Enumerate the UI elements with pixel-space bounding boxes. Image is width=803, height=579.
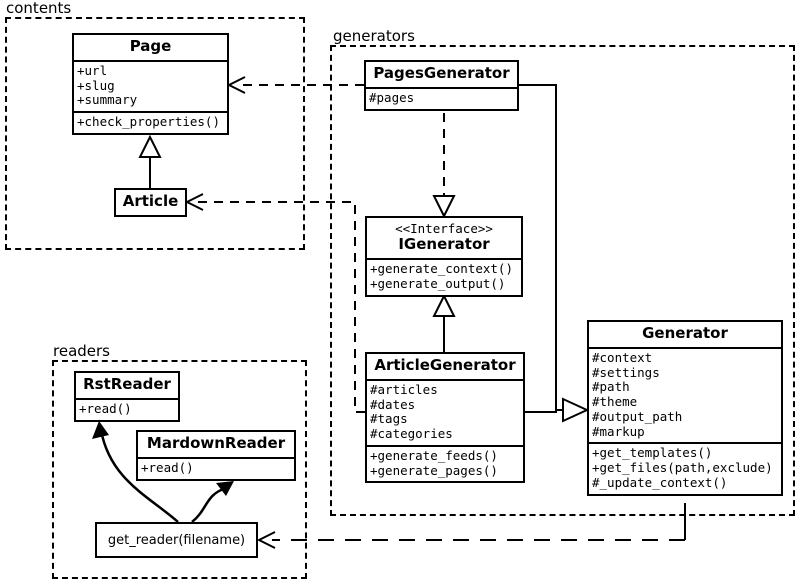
class-page-attribute: +url (77, 62, 108, 78)
class-mardown-reader-operation: +read() (141, 459, 194, 475)
class-rst-reader-operation: +read() (79, 400, 132, 416)
package-readers-label: readers (51, 342, 112, 360)
class-pages-generator[interactable]: PagesGenerator #pages (364, 60, 519, 111)
class-generator-attribute: #context (592, 349, 653, 365)
package-contents (5, 17, 305, 250)
class-generator-attribute: #markup (592, 423, 645, 439)
class-article-generator-operation: +generate_pages() (370, 462, 498, 478)
package-readers (52, 360, 307, 579)
class-page-attribute: +slug (77, 77, 115, 93)
class-article-generator-name: ArticleGenerator (374, 356, 516, 374)
class-igenerator-operation: +generate_context() (370, 261, 513, 277)
class-article-generator-attribute: #categories (370, 426, 453, 441)
class-pages-generator-name: PagesGenerator (373, 64, 510, 82)
class-generator-operation: +get_templates() (592, 445, 713, 461)
class-generator-attributes: #context #settings #path #theme #output_… (589, 346, 781, 443)
class-rst-reader[interactable]: RstReader +read() (74, 371, 180, 422)
class-page[interactable]: Page +url +slug +summary +check_properti… (72, 33, 229, 135)
class-generator-operations: +get_templates() +get_files(path,exclude… (589, 442, 781, 493)
class-pages-generator-attributes: #pages (366, 86, 517, 109)
class-article-name: Article (122, 192, 179, 210)
class-igenerator-name: IGenerator (398, 235, 490, 254)
class-igenerator-stereotype: <<Interface>> (395, 221, 493, 236)
class-page-attributes: +url +slug +summary (74, 59, 227, 111)
package-generators (330, 45, 795, 516)
class-generator-operation: #_update_context() (592, 474, 728, 490)
class-generator-attribute: #settings (592, 364, 660, 380)
class-generator-attribute: #theme (592, 394, 638, 409)
class-mardown-reader[interactable]: MardownReader +read() (136, 430, 296, 481)
class-article-generator[interactable]: ArticleGenerator #articles #dates #tags … (365, 352, 525, 484)
class-igenerator-operations: +generate_context() +generate_output() (367, 258, 521, 295)
class-generator-attribute: #output_path (592, 408, 683, 424)
package-contents-label: contents (4, 0, 74, 17)
class-page-name: Page (129, 37, 172, 55)
class-article[interactable]: Article (114, 188, 187, 217)
class-generator[interactable]: Generator #context #settings #path #them… (587, 320, 783, 496)
class-generator-attribute: #path (592, 379, 630, 395)
class-pages-generator-attribute: #pages (369, 89, 415, 105)
class-igenerator-operation: +generate_output() (370, 275, 506, 291)
function-get-reader-label: get_reader(filename) (107, 532, 246, 548)
class-generator-operation: +get_files(path,exclude) (592, 460, 773, 475)
package-generators-label: generators (331, 27, 417, 45)
class-page-operation: +check_properties() (77, 114, 220, 129)
class-page-operations: +check_properties() (74, 111, 227, 133)
class-article-generator-attribute: #articles (370, 381, 438, 397)
class-page-attribute: +summary (77, 92, 138, 108)
class-mardown-reader-name: MardownReader (146, 434, 286, 452)
class-generator-name: Generator (642, 324, 728, 342)
class-rst-reader-operations: +read() (76, 397, 178, 420)
class-rst-reader-name: RstReader (83, 375, 171, 393)
class-article-generator-attribute: #dates (370, 396, 416, 412)
class-article-generator-operations: +generate_feeds() +generate_pages() (367, 444, 523, 482)
class-mardown-reader-operations: +read() (138, 456, 294, 479)
class-igenerator[interactable]: <<Interface>> IGenerator +generate_conte… (365, 216, 523, 297)
class-article-generator-operation: +generate_feeds() (370, 447, 498, 463)
class-article-generator-attribute: #tags (370, 411, 408, 427)
class-article-generator-attributes: #articles #dates #tags #categories (367, 378, 523, 445)
function-get-reader[interactable]: get_reader(filename) (95, 522, 258, 558)
